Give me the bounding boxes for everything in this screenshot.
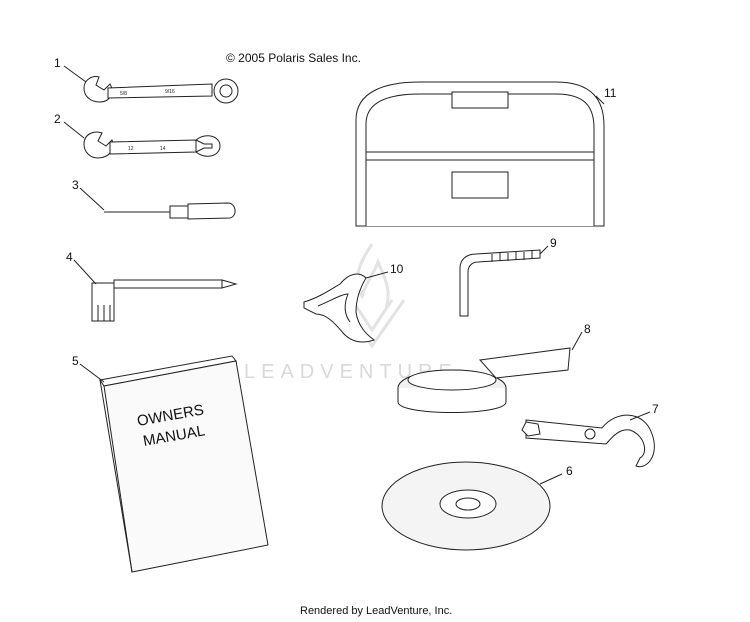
svg-text:5/8: 5/8	[120, 91, 127, 97]
copyright-notice: © 2005 Polaris Sales Inc.	[226, 51, 361, 65]
callout-5: 5	[72, 354, 79, 368]
combination-wrench-1: 5/8 9/16	[84, 77, 238, 103]
screwdriver-3	[104, 203, 235, 219]
callout-1: 1	[54, 56, 61, 70]
allen-key-9	[460, 250, 540, 316]
callout-10: 10	[390, 262, 404, 276]
leader-lines	[64, 66, 650, 484]
callout-8: 8	[584, 322, 591, 336]
svg-text:12: 12	[128, 146, 134, 152]
open-end-wrench-2: 12 14	[84, 132, 220, 158]
svg-text:9/16: 9/16	[165, 89, 175, 95]
callout-6: 6	[566, 464, 573, 478]
callout-9: 9	[550, 236, 557, 250]
callout-4: 4	[66, 250, 73, 264]
callout-7: 7	[652, 402, 659, 416]
callout-2: 2	[54, 112, 61, 126]
svg-text:14: 14	[160, 146, 166, 152]
cd-disc-6	[382, 462, 550, 550]
callout-3: 3	[72, 178, 79, 192]
watermark-text: LEADVENTURE	[244, 361, 458, 383]
spanner-wrench-7	[522, 415, 654, 467]
callout-11: 11	[604, 86, 617, 100]
owners-manual-5	[100, 356, 268, 572]
tool-bag-11	[356, 82, 604, 226]
spark-plug-wrench-4	[92, 280, 236, 321]
fork-tool-10	[304, 274, 374, 342]
rendered-by-footer: Rendered by LeadVenture, Inc.	[300, 605, 453, 617]
strap-8	[398, 348, 570, 413]
